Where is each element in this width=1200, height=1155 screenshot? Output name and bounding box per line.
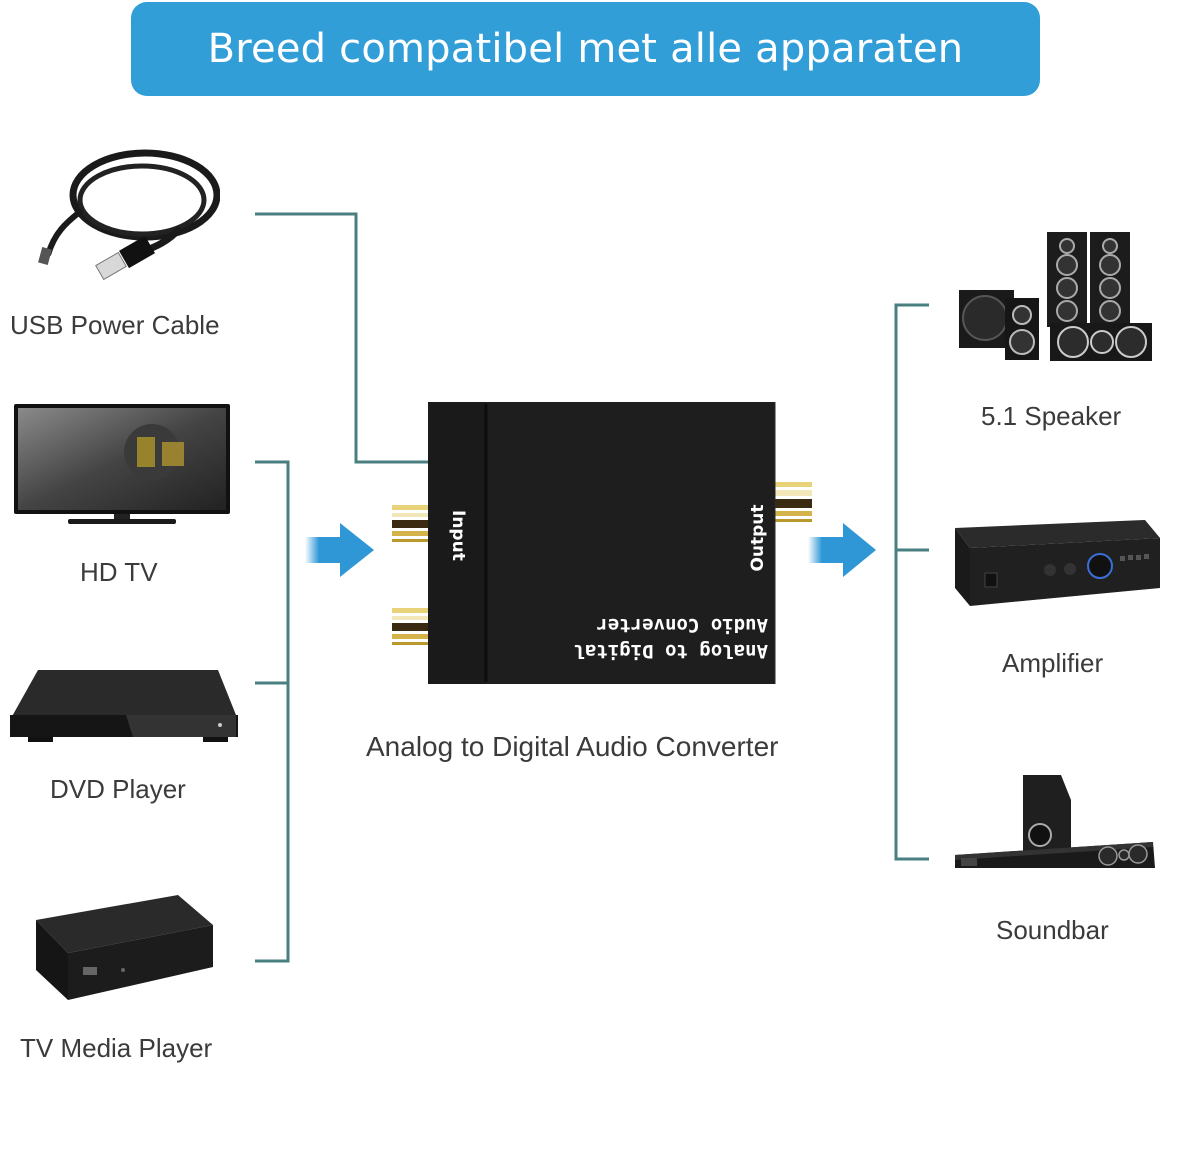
converter-device-text-line1: Analog to Digital [573,640,768,662]
output-jack [772,482,812,522]
input-label-hdtv: HD TV [80,557,158,587]
output-label-soundbar: Soundbar [996,915,1109,945]
rca-input-jack-bottom [392,608,432,645]
input-bracket [255,460,290,963]
tv-icon [14,404,230,524]
usb-power-line [255,212,428,464]
title-banner: Breed compatibel met alle apparaten [131,2,1040,96]
input-label-dvd: DVD Player [50,774,186,804]
soundbar-icon [955,775,1155,868]
converter-input-label: Input [448,510,468,561]
converter-caption: Analog to Digital Audio Converter [366,731,779,762]
converter-output-label: Output [748,504,768,572]
media-player-icon [36,895,213,1000]
converter-device-text: Analog to Digital Audio Converter [553,612,768,664]
output-label-speaker: 5.1 Speaker [981,401,1122,431]
usb-cable-icon [38,149,220,281]
dvd-player-icon [10,670,238,742]
converter-device-text-line2: Audio Converter [596,614,768,636]
input-label-media: TV Media Player [20,1033,213,1063]
banner-title: Breed compatibel met alle apparaten [207,26,964,72]
input-label-usb: USB Power Cable [10,310,220,340]
amplifier-icon [955,520,1160,606]
rca-input-jack-top [392,505,432,542]
output-arrow-icon [808,523,876,577]
output-label-amp: Amplifier [1002,648,1104,678]
converter-device: Input Output Analog to Digital Audio Con… [388,400,818,690]
converter-body-icon [392,402,812,684]
speaker-system-icon [959,232,1152,361]
output-bracket [894,303,929,861]
input-arrow-icon [305,523,374,577]
